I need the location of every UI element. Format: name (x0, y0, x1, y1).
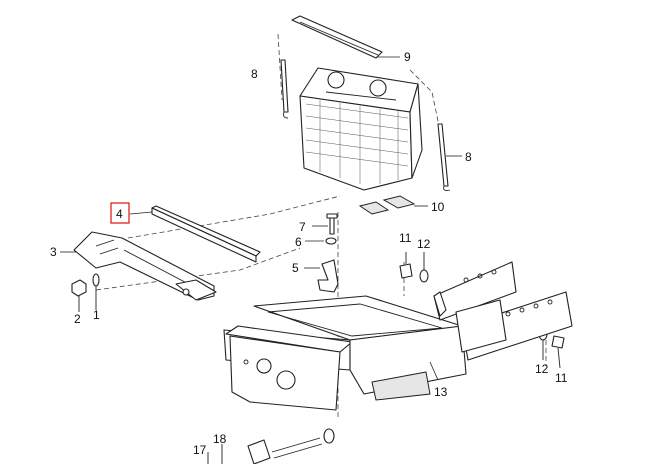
assembly-guide-lines (95, 33, 547, 420)
callout-10: 10 (431, 200, 445, 214)
callout-4: 4 (116, 207, 123, 221)
callout-9: 9 (404, 50, 411, 64)
callout-1: 1 (93, 308, 100, 322)
tie-rod-right (437, 123, 462, 191)
callout-4-highlight (110, 202, 130, 224)
battery-pads (358, 195, 428, 215)
clip-part-5 (304, 259, 339, 293)
tie-rod-left (280, 59, 289, 119)
callout-labels: 9 8 8 10 4 7 6 11 12 3 5 2 1 12 11 13 17… (50, 50, 568, 457)
washer-part-1 (92, 273, 100, 310)
mounting-bracket (60, 231, 217, 301)
callout-11-lower: 11 (555, 371, 568, 385)
bolt-part-11-upper (399, 252, 413, 279)
callout-12-upper: 12 (417, 237, 431, 251)
callout-11-upper: 11 (399, 231, 412, 245)
callout-5: 5 (292, 261, 299, 275)
callout-6: 6 (295, 235, 302, 249)
washer-part-12-upper (419, 252, 429, 283)
callout-8-left: 8 (251, 67, 258, 81)
callout-7: 7 (299, 220, 306, 234)
callout-8-right: 8 (465, 150, 472, 164)
bolt-part-2 (71, 279, 87, 312)
callout-3: 3 (50, 245, 57, 259)
callout-12-lower: 12 (535, 362, 549, 376)
battery (299, 67, 423, 191)
bottom-parts-17-18 (207, 428, 335, 464)
callout-17: 17 (193, 443, 207, 457)
washer-part-6 (305, 237, 337, 245)
battery-tray-frame (223, 261, 573, 411)
callout-2: 2 (74, 312, 81, 326)
callout-13: 13 (434, 385, 448, 399)
bolt-part-11-lower (551, 335, 565, 369)
bolt-part-7 (312, 213, 338, 235)
battery-hold-down-bar (291, 15, 400, 59)
mounting-strip (129, 205, 261, 263)
callout-18: 18 (213, 432, 227, 446)
